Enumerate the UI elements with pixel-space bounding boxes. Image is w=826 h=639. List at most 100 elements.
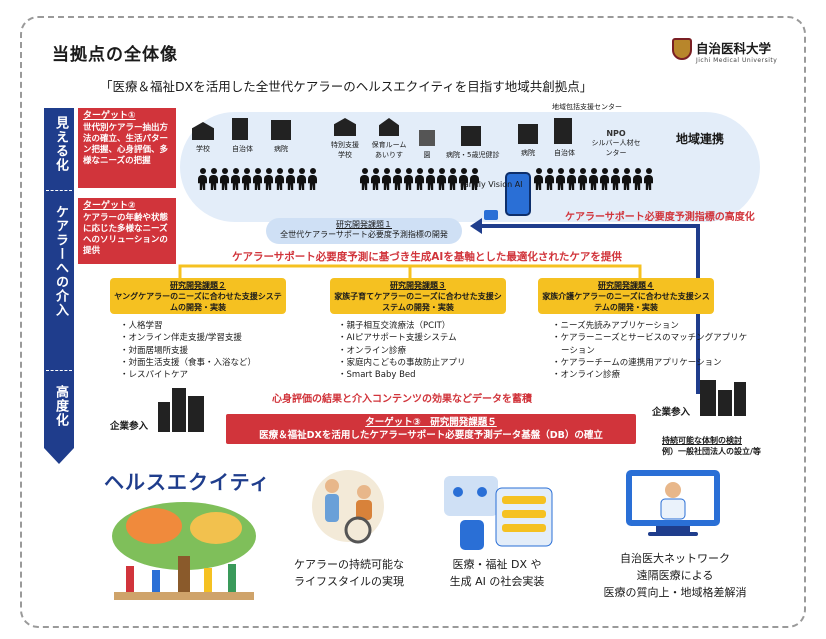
city-hall-3-label: 自治体 [554,149,575,157]
special-school-icon [334,118,356,136]
research-4-body: 家族介護ケアラーのニーズに合わせた支援システムの開発・実装 [542,291,710,312]
caption-lifestyle: ケアラーの持続可能な ライフスタイルの実現 [282,556,416,590]
people-row-3 [534,168,655,194]
university-logo: 自治医科大学 Jichi Medical University [672,38,777,64]
building-icon [172,388,186,432]
stage-divider [46,190,72,191]
list-item: Smart Baby Bed [346,370,416,381]
company-right-label: 企業参入 [652,407,691,418]
list-item: ケアラーチームの連携用アプリケーション [560,357,722,368]
ai-label: Family Vision AI [460,180,523,189]
list-item: 対面生活支援（食事・入浴など） [128,357,257,368]
list-item: ニーズ先読みアプリケーション [560,321,679,331]
stage-advance: 高度化 [53,385,68,427]
advance-label: ケアラーサポート必要度予測指標の高度化 [565,212,755,223]
health-equity-tree-illustration [112,502,256,600]
feedback-arrow [470,218,700,394]
university-name-en: Jichi Medical University [696,57,778,64]
caption-telemedicine-line-1: 自治医大ネットワーク [620,552,730,565]
university-name: 自治医科大学 [696,41,772,56]
stage-divider [46,370,72,371]
school-label: 学校 [196,145,210,153]
hospital-icon [271,120,291,140]
community-label: 地域連携 [676,132,725,146]
research-3-list: ・親子相互交流療法（PCIT） ・AIピアサポート支援システム ・オンライン診療… [338,321,466,381]
research-2-body: ヤングケアラーのニーズに合わせた支援システムの開発・実装 [114,291,282,312]
caption-dx-ai-line-1: 医療・福祉 DX や [452,558,542,571]
target-2-head: ターゲット② [83,201,136,211]
building-icon [718,390,732,416]
branch-arrows [178,264,642,278]
sustain-line-2: 例）一般社団法人の設立/等 [662,446,761,456]
list-item: AIピアサポート支援システム [346,333,457,344]
city-hall-3-icon [554,118,572,144]
hospital-checkup-icon [461,126,481,146]
research-4-list: ・ニーズ先読みアプリケーション ・ケアラーニーズとサービスのマッチングアプリケー… [552,321,748,381]
target-1-box: ターゲット① 世代別ケアラー抽出方法の確立、生活パターン把握、心身評価、多様なニ… [78,108,176,188]
caption-telemedicine: 自治医大ネットワーク 遠隔医療による 医療の質向上・地域格差解消 [590,550,760,601]
list-item: レスパイトケア [128,370,189,381]
caption-lifestyle-line-2: ライフスタイルの実現 [294,575,404,589]
list-item: ケアラーニーズとサービスのマッチングアプリケーション [560,333,748,356]
list-item: 家庭内こどもの事故防止アプリ [346,357,466,368]
caption-lifestyle-line-1: ケアラーの持続可能な [294,558,404,571]
company-left-label: 企業参入 [110,421,149,432]
outer-frame [20,16,806,628]
university-seal-icon [672,38,692,60]
research-4-box: 研究開発課題４ 家族介護ケアラーのニーズに合わせた支援システムの開発・実装 [538,278,714,314]
caption-dx-ai: 医療・福祉 DX や 生成 AI の社会実装 [430,556,564,590]
school-icon [192,122,214,140]
chat-bubble-icon [484,210,498,220]
hospital-label: 病院 [274,145,288,153]
dx-ai-illustration [444,476,553,550]
target-2-body: ケアラーの年齢や状態に応じた多様なニーズへのソリューションの提供 [83,212,169,256]
nursery-label: 保育ルームあいりす [371,141,407,159]
left-stage-arrow [44,448,74,464]
city-hall-label: 自治体 [232,145,253,153]
kindergarten-label: 園 [423,151,431,159]
building-icon [734,382,746,416]
community-group-1: 学校 自治体 病院 [192,118,291,154]
smartphone-ai-icon [505,172,531,216]
caregiver-illustration [312,470,384,544]
left-stage-bar [44,108,74,448]
building-icon [158,402,170,432]
accumulate-label: 心身評価の結果と介入コンテンツの効果などデータを蓄積 [272,394,532,405]
research-1-box: 研究開発課題１ 全世代ケアラーサポート必要度予測指標の開発 [266,218,462,244]
hospital-3-label: 病院 [521,149,535,157]
nursery-icon [379,118,399,136]
research-3-body: 家族子育てケアラーのニーズに合わせた支援システムの開発・実装 [334,291,502,312]
research-5-body: 医療＆福祉DXを活用したケアラーサポート必要度予測データ基盤（DB）の確立 [259,429,603,441]
people-row-1 [198,168,319,194]
sustain-note: 持続可能な体制の検討 例）一般社団法人の設立/等 [662,436,761,458]
health-equity-heading: ヘルスエクイティ [104,470,271,494]
list-item: 親子相互交流療法（PCIT） [346,321,451,331]
target-1-body: 世代別ケアラー抽出方法の確立、生活パターン把握、心身評価、多様なニーズの把握 [83,122,169,166]
list-item: オンライン診療 [560,370,621,381]
page-title: 当拠点の全体像 [52,45,178,65]
stage-visualize: 見える化 [53,116,68,172]
care-banner: ケアラーサポート必要度予測に基づき生成AIを基軸とした最適化されたケアを提供 [232,251,622,263]
research-5-banner: ターゲット③ 研究開発課題５ 医療＆福祉DXを活用したケアラーサポート必要度予測… [226,414,636,444]
city-hall-icon [232,118,248,140]
research-5-head: ターゲット③ 研究開発課題５ [365,417,497,428]
research-3-head: 研究開発課題３ [390,281,446,290]
research-2-list: ・人格学習 ・オンライン伴走支援/学習支援 ・対面居場所支援 ・対面生活支援（食… [120,321,257,381]
sustain-line-1: 持続可能な体制の検討 [662,436,742,445]
community-group-2: 特別支援学校 保育ルームあいりす 園 病院・5歳児健診 [328,118,499,160]
special-school-label: 特別支援学校 [331,141,359,159]
research-2-head: 研究開発課題２ [170,281,226,290]
target-2-box: ターゲット② ケアラーの年齢や状態に応じた多様なニーズへのソリューションの提供 [78,198,176,264]
kindergarten-icon [419,130,435,146]
research-1-head: 研究開発課題１ [336,220,392,229]
people-row-2 [360,168,481,194]
building-icon [188,396,204,432]
hospital-3-icon [518,124,538,144]
research-1-body: 全世代ケアラーサポート必要度予測指標の開発 [280,230,448,240]
company-buildings-right [700,380,746,416]
research-4-head: 研究開発課題４ [598,281,654,290]
list-item: オンライン伴走支援/学習支援 [128,333,242,344]
telemedicine-illustration [626,470,720,536]
npo-icon: NPO [606,129,626,138]
